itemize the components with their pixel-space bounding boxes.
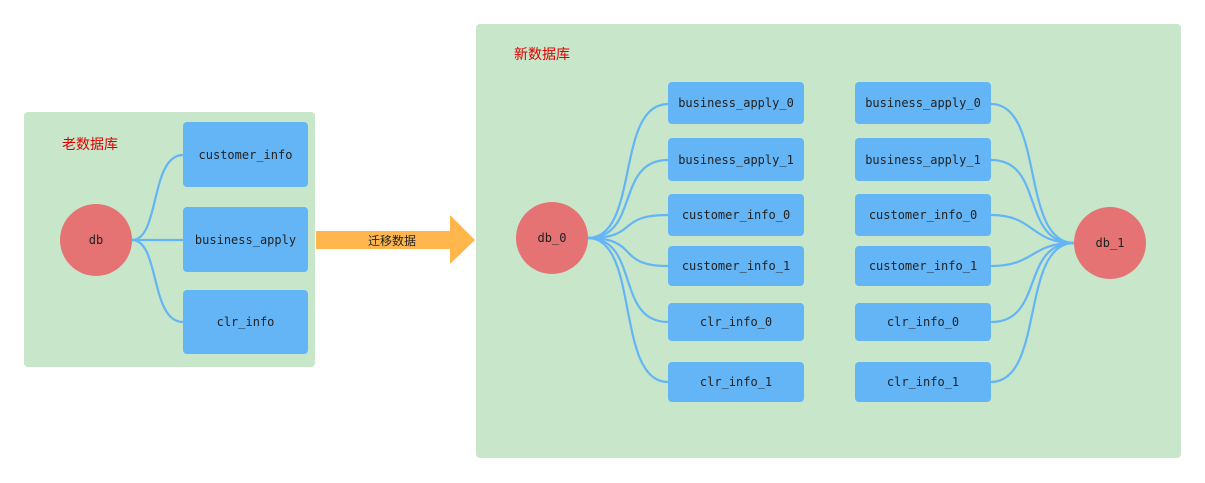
db0-table-customer-info-0[interactable]: customer_info_0 bbox=[668, 194, 804, 236]
link-db1-clr-info-0 bbox=[990, 241, 1075, 324]
link-db0-customer-info-0 bbox=[587, 213, 669, 240]
link-db0-customer-info-1 bbox=[587, 236, 669, 268]
old-db-node[interactable]: db bbox=[60, 204, 132, 276]
old-table-clr-info[interactable]: clr_info bbox=[183, 290, 308, 354]
link-db0-clr-info-0 bbox=[587, 236, 669, 324]
migration-arrow bbox=[316, 215, 475, 264]
link-db0-business-apply-0 bbox=[587, 102, 669, 240]
db0-table-business-apply-1[interactable]: business_apply_1 bbox=[668, 138, 804, 181]
db1-table-business-apply-0[interactable]: business_apply_0 bbox=[855, 82, 991, 124]
db0-table-business-apply-0[interactable]: business_apply_0 bbox=[668, 82, 804, 124]
db0-table-clr-info-0[interactable]: clr_info_0 bbox=[668, 303, 804, 341]
migration-label: 迁移数据 bbox=[368, 234, 417, 248]
db1-table-clr-info-1[interactable]: clr_info_1 bbox=[855, 362, 991, 402]
db1-table-clr-info-0[interactable]: clr_info_0 bbox=[855, 303, 991, 341]
link-db1-customer-info-0 bbox=[990, 213, 1075, 245]
old-database-title: 老数据库 bbox=[62, 137, 118, 153]
db1-node[interactable]: db_1 bbox=[1074, 207, 1146, 279]
link-db-customer-info bbox=[131, 153, 184, 242]
link-db1-business-apply-1 bbox=[990, 158, 1075, 245]
db0-table-customer-info-1[interactable]: customer_info_1 bbox=[668, 246, 804, 286]
old-table-business-apply[interactable]: business_apply bbox=[183, 207, 308, 272]
old-table-customer-info[interactable]: customer_info bbox=[183, 122, 308, 187]
db0-table-clr-info-1[interactable]: clr_info_1 bbox=[668, 362, 804, 402]
link-db-clr-info bbox=[131, 238, 184, 324]
db1-table-business-apply-1[interactable]: business_apply_1 bbox=[855, 138, 991, 181]
db1-table-customer-info-0[interactable]: customer_info_0 bbox=[855, 194, 991, 236]
link-db1-business-apply-0 bbox=[990, 102, 1075, 245]
link-db1-clr-info-1 bbox=[990, 241, 1075, 384]
db0-node[interactable]: db_0 bbox=[516, 202, 588, 274]
link-db0-business-apply-1 bbox=[587, 158, 669, 240]
link-db0-clr-info-1 bbox=[587, 236, 669, 384]
new-database-title: 新数据库 bbox=[514, 47, 570, 63]
db1-table-customer-info-1[interactable]: customer_info_1 bbox=[855, 246, 991, 286]
